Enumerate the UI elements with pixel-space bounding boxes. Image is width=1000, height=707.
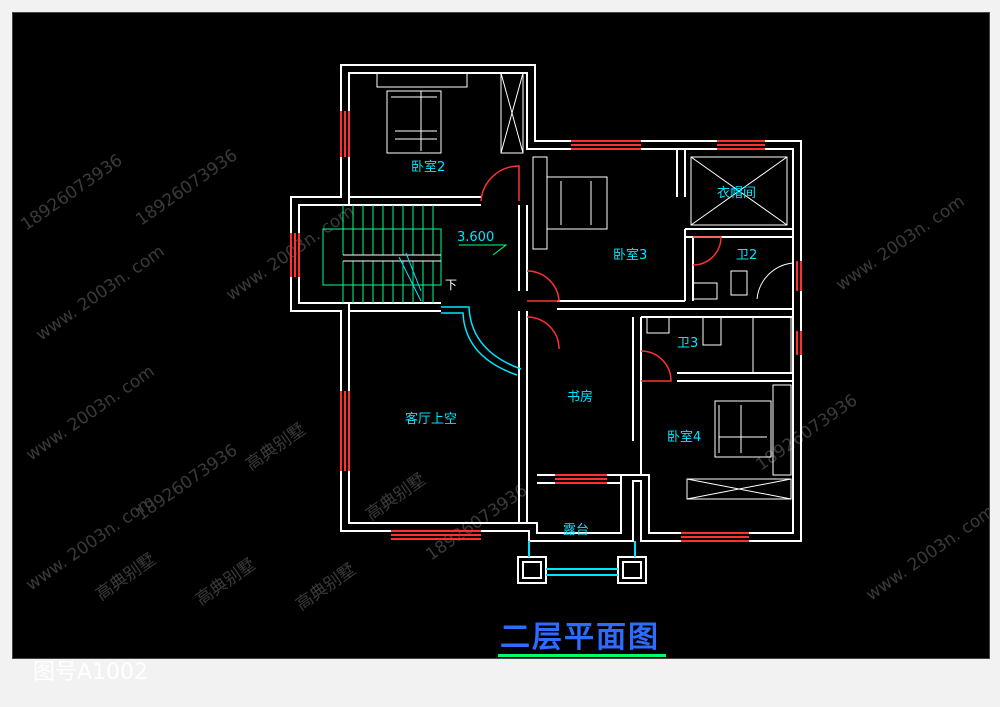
room-label-bath3: 卫3 bbox=[677, 336, 698, 351]
watermark-brand: 高典别墅 bbox=[92, 550, 159, 605]
drawing-frame: 18926073936 18926073936 18926073936 1892… bbox=[12, 12, 990, 659]
drawing-number: 图号A1002 bbox=[33, 660, 149, 685]
watermark-brand: 高典别墅 bbox=[362, 470, 429, 525]
void-railing bbox=[441, 306, 522, 376]
watermark-layer: 18926073936 18926073936 18926073936 1892… bbox=[17, 145, 989, 615]
room-labels: 卧室2 卧室3 衣帽间 卫2 卫3 书房 客厅上空 卧室4 露台 3.600 下 bbox=[405, 159, 757, 538]
watermark-brand: 高典别墅 bbox=[292, 560, 359, 615]
room-label-study: 书房 bbox=[567, 389, 593, 405]
furniture bbox=[376, 72, 794, 500]
room-label-bedroom3: 卧室3 bbox=[613, 247, 647, 263]
room-label-closet: 衣帽间 bbox=[717, 185, 756, 201]
watermark-brand: 高典别墅 bbox=[192, 555, 259, 610]
floor-plan: 18926073936 18926073936 18926073936 1892… bbox=[17, 64, 989, 615]
room-label-bedroom4: 卧室4 bbox=[667, 429, 701, 445]
doors bbox=[480, 165, 722, 382]
watermark-site: www. 2003n. com bbox=[22, 361, 158, 465]
watermark-phone: 18926073936 bbox=[132, 145, 241, 230]
room-label-bedroom2: 卧室2 bbox=[411, 159, 445, 175]
room-label-living-void: 客厅上空 bbox=[405, 411, 457, 427]
watermark-site: www. 2003n. com bbox=[832, 191, 968, 295]
watermark-site: www. 2003n. com bbox=[32, 241, 168, 345]
windows bbox=[290, 111, 802, 542]
stair-down-label: 下 bbox=[445, 278, 457, 292]
room-label-terrace: 露台 bbox=[563, 523, 589, 538]
watermark-site: www. 2003n. com bbox=[862, 501, 989, 605]
staircase bbox=[322, 205, 508, 303]
elevation-mark: 3.600 bbox=[457, 230, 494, 245]
watermark-phone: 18926073936 bbox=[17, 150, 126, 235]
watermark-brand: 高典别墅 bbox=[242, 420, 309, 475]
drawing-title: 二层平面图 bbox=[500, 620, 660, 655]
title-underline bbox=[498, 654, 666, 657]
room-label-bath2: 卫2 bbox=[736, 248, 757, 263]
watermark-phone: 18926073936 bbox=[752, 390, 861, 475]
